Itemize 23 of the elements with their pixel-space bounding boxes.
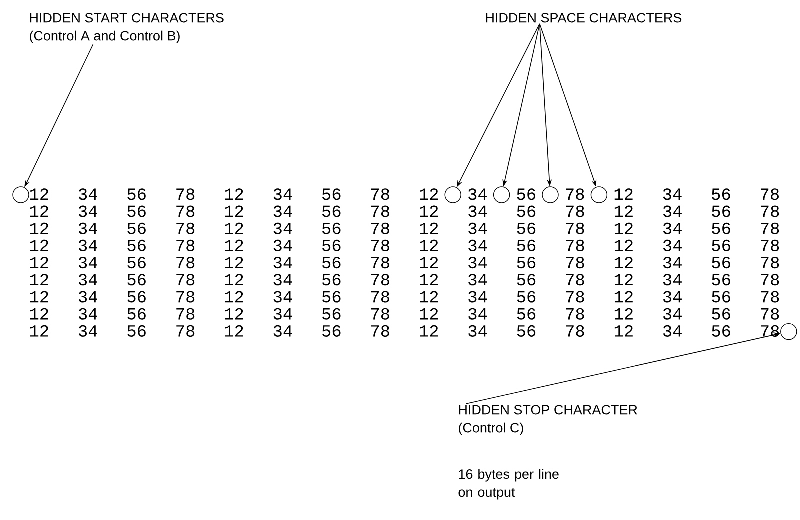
- byte-row: 56: [517, 188, 536, 200]
- caption-text: HIDDEN START CHARACTERS (Control A and Control B): [30, 13, 224, 44]
- byte-row: 12 34 56 78 12 34 56 78 12 34 56 78 12 34 56 78: [30, 206, 780, 218]
- caption-text: HIDDEN STOP CHARACTER (Control C): [459, 405, 638, 436]
- byte-row: 12 34 56 78 12 34 56 78 12 34 56 78 12 34 56 78: [30, 222, 780, 234]
- byte-row: 12 34 56 78 12 34 56 78 12 34 56 78 12 34 56 78: [30, 325, 780, 337]
- byte-row: 78: [566, 188, 584, 200]
- byte-row: 12 34 56 78 12 34 56 78 12: [30, 188, 438, 200]
- hidden-character-circle: [780, 323, 798, 340]
- byte-row: 12 34 56 78 12 34 56 78 12 34 56 78 12 34 56 78: [30, 274, 780, 286]
- hidden-character-circle: [542, 186, 559, 204]
- hidden-character-circle: [12, 186, 30, 204]
- hidden-character-circle: [493, 186, 510, 204]
- caption-text: HIDDEN SPACE CHARACTERS: [486, 13, 682, 23]
- byte-row: 12 34 56 78: [614, 188, 779, 200]
- note-text: 16 bytes per line on output: [458, 469, 559, 500]
- hidden-character-circle: [444, 186, 462, 204]
- byte-row: 12 34 56 78 12 34 56 78 12 34 56 78 12 34 56 78: [30, 308, 780, 320]
- byte-row: 12 34 56 78 12 34 56 78 12 34 56 78 12 34 56 78: [30, 257, 780, 269]
- byte-row: 12 34 56 78 12 34 56 78 12 34 56 78 12 34 56 78: [30, 291, 780, 303]
- hidden-character-circle: [590, 186, 608, 204]
- byte-row: 12 34 56 78 12 34 56 78 12 34 56 78 12 34 56 78: [30, 240, 780, 252]
- byte-row: 34: [468, 188, 488, 200]
